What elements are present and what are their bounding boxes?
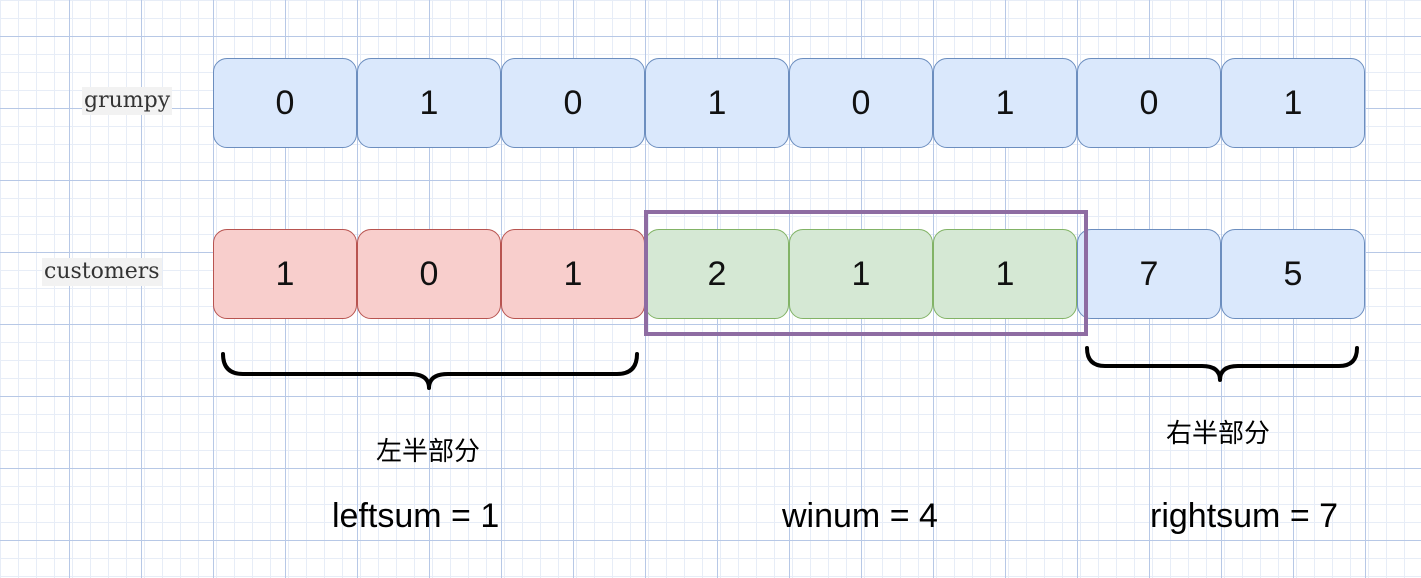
grumpy-cell: 1 — [357, 58, 501, 148]
customers-cell-left: 1 — [501, 229, 645, 319]
sliding-window-frame — [644, 210, 1088, 336]
window-sum-text: winum = 4 — [782, 497, 938, 535]
grumpy-label: grumpy — [82, 87, 173, 115]
grumpy-cell: 1 — [1221, 58, 1365, 148]
customers-label: customers — [42, 258, 162, 286]
customers-cell-right: 5 — [1221, 229, 1365, 319]
customers-cell-window: 1 — [933, 229, 1077, 319]
grumpy-cell: 0 — [789, 58, 933, 148]
grumpy-cell: 1 — [645, 58, 789, 148]
right-brace — [1085, 346, 1359, 382]
leftsum-text: leftsum = 1 — [332, 497, 500, 535]
left-half-caption: 左半部分 — [376, 436, 481, 466]
left-brace — [221, 352, 639, 390]
customers-cell-right: 7 — [1077, 229, 1221, 319]
grumpy-cell: 0 — [501, 58, 645, 148]
right-half-caption: 右半部分 — [1166, 418, 1271, 448]
customers-cell-window: 1 — [789, 229, 933, 319]
grumpy-cell: 0 — [213, 58, 357, 148]
customers-cell-left: 0 — [357, 229, 501, 319]
customers-cell-left: 1 — [213, 229, 357, 319]
grumpy-cell: 0 — [1077, 58, 1221, 148]
rightsum-text: rightsum = 7 — [1150, 497, 1339, 535]
grumpy-cell: 1 — [933, 58, 1077, 148]
